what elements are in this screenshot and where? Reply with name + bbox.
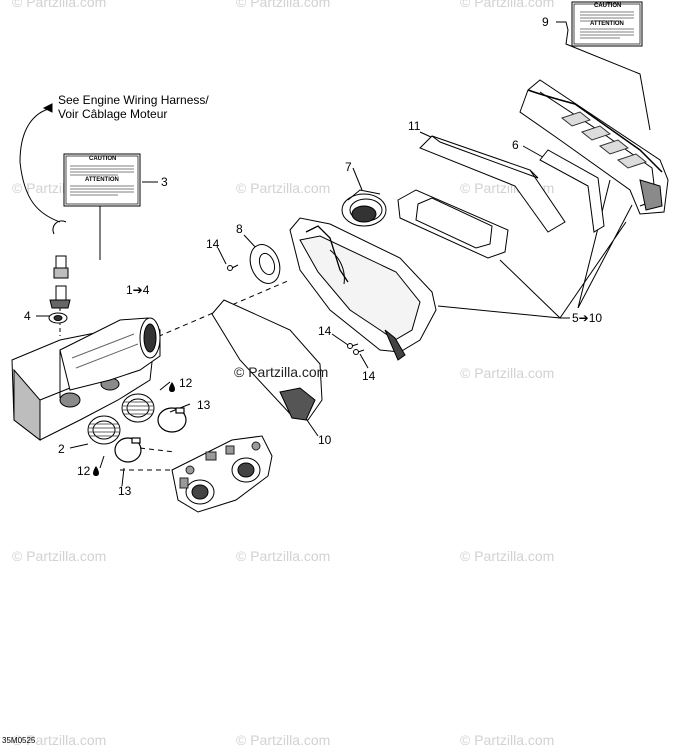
airbox-housing <box>289 217 437 361</box>
callout-9: 9 <box>542 15 549 29</box>
callout-12: 12 <box>77 464 91 478</box>
center-watermark: © Partzilla.com <box>234 364 329 380</box>
nozzle-7 <box>341 189 387 227</box>
leader-line-2 <box>69 443 89 449</box>
watermark: © Partzilla.com <box>460 365 555 381</box>
leader-line-harness <box>19 107 61 223</box>
leader-line-12b <box>99 455 105 469</box>
callout-13: 13 <box>197 398 211 412</box>
gasket-ring <box>397 189 509 259</box>
leader-line-12a <box>159 381 171 391</box>
screw-14a <box>227 264 239 271</box>
watermark: © Partzilla.com <box>460 548 555 564</box>
callout-14: 14 <box>206 237 220 251</box>
leader-line-14c <box>359 353 369 369</box>
screw-14c <box>353 349 365 355</box>
assembly-dash <box>139 447 176 453</box>
diagram-code: 35M0525 <box>2 736 36 745</box>
panel-10 <box>211 299 323 421</box>
leader-line-14a <box>217 247 227 265</box>
decal-9-caution-title: CAUTION <box>594 3 622 9</box>
drop-icon <box>93 466 99 476</box>
cover-assembly <box>519 79 669 215</box>
clamp-13a <box>157 407 187 433</box>
decal-9-attention-title: ATTENTION <box>590 21 624 27</box>
leader-line-13b <box>121 467 125 487</box>
throttle-body <box>171 435 273 513</box>
callout-5-10: 5➔10 <box>572 311 603 325</box>
leader-line-9 <box>556 21 651 131</box>
callout-4: 4 <box>24 309 31 323</box>
strip-6 <box>539 149 605 233</box>
watermark: © Partzilla.com <box>12 732 107 748</box>
callout-7: 7 <box>345 160 352 174</box>
drop-icon <box>169 382 175 392</box>
intake-tube <box>59 317 161 391</box>
leader-line-14b <box>331 333 349 346</box>
leader-line-7 <box>352 167 363 191</box>
decal-3 <box>63 153 141 207</box>
screw-14b <box>347 343 359 349</box>
watermark: © Partzilla.com <box>236 732 331 748</box>
callout-12: 12 <box>179 376 193 390</box>
coupling-right <box>121 393 155 423</box>
callout-11: 11 <box>408 119 421 133</box>
watermark: © Partzilla.com <box>236 0 331 10</box>
callout-6: 6 <box>512 138 519 152</box>
decal-3-caution-title: CAUTION <box>89 156 117 162</box>
harness-arrow <box>42 103 53 113</box>
watermark: © Partzilla.com <box>460 732 555 748</box>
clamp-13b <box>114 437 142 463</box>
watermark: © Partzilla.com <box>12 548 107 564</box>
callout-3: 3 <box>161 175 168 189</box>
callout-13: 13 <box>118 484 132 498</box>
decal-3-attention-title: ATTENTION <box>85 177 119 183</box>
ring-8 <box>249 244 281 284</box>
callout-2: 2 <box>58 442 65 456</box>
wiring-harness-note: See Engine Wiring Harness/ Voir Câblage … <box>58 93 209 121</box>
watermark: © Partzilla.com <box>236 548 331 564</box>
coupling-left <box>87 415 121 445</box>
callout-1-4: 1➔4 <box>126 283 150 297</box>
wiring-harness-note-line2: Voir Câblage Moteur <box>58 107 168 121</box>
foam-strip-11 <box>419 135 566 233</box>
watermark: © Partzilla.com <box>12 0 107 10</box>
callout-14: 14 <box>318 324 332 338</box>
watermark: © Partzilla.com <box>460 0 555 10</box>
callout-8: 8 <box>236 222 243 236</box>
watermark: © Partzilla.com <box>236 180 331 196</box>
harness-fitting <box>49 220 71 309</box>
grommet-4 <box>48 312 68 324</box>
leader-line-5-10 <box>437 179 633 319</box>
callout-10: 10 <box>318 433 332 447</box>
wiring-harness-note-line1: See Engine Wiring Harness/ <box>58 93 209 107</box>
callout-14: 14 <box>362 369 376 383</box>
decal-9 <box>571 1 643 47</box>
